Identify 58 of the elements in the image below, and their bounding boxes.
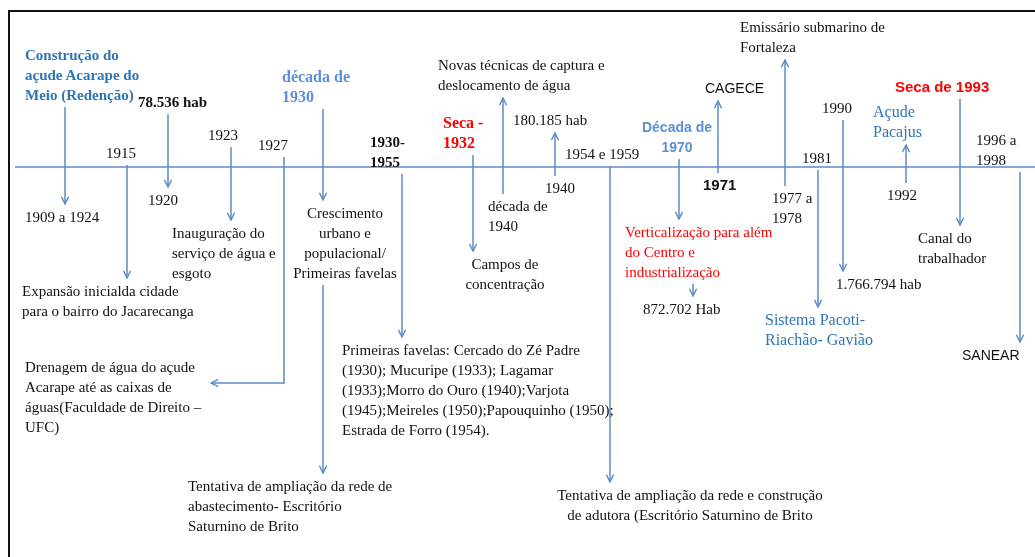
arrow (955, 98, 965, 226)
arrow (813, 169, 823, 308)
period-label: 1954 e 1959 (565, 144, 640, 164)
period-label: 1996 a 1998 (976, 130, 1034, 170)
year-label: 1920 (148, 190, 178, 210)
arrow (226, 146, 236, 221)
date-label: 1909 a 1924 (25, 207, 100, 227)
year-label: 1992 (887, 185, 917, 205)
arrow (713, 100, 723, 174)
event-text: Canal do trabalhador (918, 228, 1018, 268)
event-text: Tentativa de ampliação da rede e construção de adutora (Escritório Saturnino de Brito (555, 485, 825, 525)
event-text: Sistema Pacoti-Riachão- Gavião (765, 310, 905, 350)
arrow (605, 165, 615, 483)
arrow (122, 164, 132, 279)
arrow (60, 106, 70, 205)
population-label: 872.702 Hab (643, 299, 721, 319)
event-text: Tentativa de ampliação da rede de abastecimento- Escritório Saturnino de Brito (188, 476, 400, 536)
period-label: década de 1940 (488, 196, 573, 236)
population-label: 1.766.794 hab (836, 274, 922, 294)
arrow (163, 113, 173, 188)
event-text: Emissário submarino de Fortaleza (740, 17, 900, 57)
drought-heading: Seca - 1932 (443, 113, 505, 153)
event-text: Drenagem de água do açude Acarape até as caixas de águas(Faculdade de Direito –UFC) (25, 357, 207, 437)
project-label: SANEAR (962, 345, 1020, 365)
year-label: 1981 (802, 148, 832, 168)
year-label: 1990 (822, 98, 852, 118)
arrow (318, 108, 328, 201)
arrow (318, 284, 328, 474)
year-label: 1923 (208, 125, 238, 145)
year-label: 1971 (703, 175, 737, 195)
period-heading: Década de 1970 (640, 117, 714, 157)
event-text: Expansão inicialda cidade para o bairro do Jacarecanga (22, 281, 207, 321)
population-label: 180.185 hab (513, 110, 588, 130)
arrow (674, 158, 684, 220)
event-text: Novas técnicas de captura e deslocamento de água (438, 55, 653, 95)
arrow (468, 154, 478, 252)
year-label: 1927 (258, 135, 288, 155)
year-label: 1940 (545, 178, 575, 198)
arrow (688, 283, 698, 297)
event-text: Inauguração do serviço de água e esgoto (172, 223, 284, 283)
period-heading: década de 1930 (282, 67, 377, 107)
arrow (901, 144, 911, 184)
arrow (1015, 171, 1025, 343)
arrow (498, 97, 508, 195)
arrow (780, 59, 790, 187)
arrow (397, 173, 407, 338)
event-text: Campos de concentração (445, 254, 565, 294)
event-text: Açude Pacajus (873, 102, 943, 142)
period-label: 1930- 1955 (370, 132, 435, 172)
year-label: 1915 (106, 143, 136, 163)
arrow (210, 156, 285, 388)
arrow (550, 132, 560, 177)
event-text: Primeiras favelas: Cercado do Zé Padre (1930); Mucuripe (1933); Lagamar (1933);Morro do Ouro (1940);Varjota (1945);Meireles (1950);Papouquinho (1950); Estrada de Forro (1954). (342, 340, 614, 440)
event-text: Crescimento urbano e populacional/ Primeiras favelas (292, 203, 398, 283)
population-label: 78.536 hab (138, 92, 208, 112)
institution-label: CAGECE (705, 78, 765, 98)
drought-heading: Seca de 1993 (895, 77, 990, 97)
arrow (838, 119, 848, 272)
